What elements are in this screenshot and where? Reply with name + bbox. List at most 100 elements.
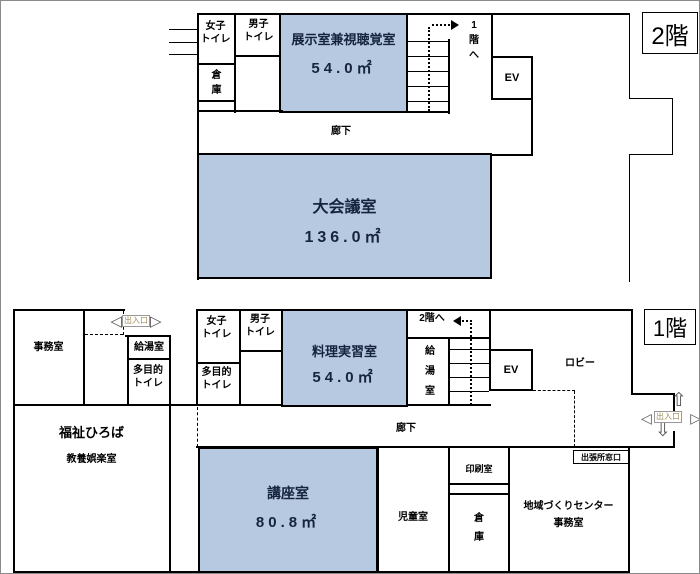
- room-large-meeting-area: 136.0㎡: [304, 229, 385, 246]
- wall-segment: [13, 404, 283, 406]
- entrance-left-label: 出入口: [122, 315, 150, 327]
- wall-segment: [448, 493, 510, 495]
- footprint-outline: [629, 13, 630, 99]
- room-storage-1f: 倉 庫: [474, 513, 484, 543]
- wall-segment: [13, 571, 630, 573]
- wall-segment: [196, 309, 633, 311]
- wall-segment: [13, 309, 125, 311]
- wall-segment: [196, 446, 675, 448]
- stairs-1f-arrow-icon: [453, 316, 461, 326]
- room-womens-toilet-2f: 女子 トイレ: [200, 21, 231, 45]
- footprint-outline: [672, 98, 673, 155]
- branch-window-label: 出張所窓口: [581, 452, 621, 462]
- wall-segment: [13, 309, 15, 573]
- stairs-1f-step: [450, 349, 489, 350]
- room-mens-toilet-2f: 男子 トイレ: [243, 19, 274, 43]
- floor1-tag-label: 1階: [652, 316, 688, 341]
- room-lecture: 講座室 80.8㎡: [198, 447, 378, 573]
- room-children: 児童室: [398, 512, 428, 523]
- stairs-2f-arrow-icon: [451, 20, 459, 30]
- wall-ticks: [169, 29, 197, 30]
- branch-window-box: 出張所窓口: [573, 450, 629, 464]
- room-large-meeting: 大会議室 136.0㎡: [197, 153, 492, 279]
- wall-segment: [491, 13, 493, 58]
- wall-segment: [234, 55, 281, 57]
- footprint-outline: [629, 98, 673, 99]
- stairs-note-2f: 1 階 へ: [469, 20, 479, 61]
- room-office: 事務室: [33, 342, 64, 353]
- footprint-outline: [629, 154, 630, 282]
- stairs-2f-wall: [407, 111, 450, 113]
- room-welfare-plaza: 福祉ひろば: [58, 425, 124, 440]
- footprint-outline: [629, 154, 673, 155]
- dashed-boundary: [574, 391, 575, 447]
- stairs-1f-wall: [448, 338, 450, 406]
- wall-segment: [631, 309, 633, 395]
- room-cooking-name: 料理実習室: [311, 344, 377, 359]
- room-community-office: 地域づくりセンター 事務室: [523, 501, 614, 529]
- corridor-2f: 廊下: [331, 126, 351, 137]
- wall-segment: [197, 13, 630, 15]
- room-lecture-name: 講座室: [267, 485, 309, 501]
- room-kitchenette-left: 給湯室: [134, 342, 164, 353]
- room-exhibition-av-area: 54.0㎡: [311, 60, 376, 77]
- wall-segment: [508, 448, 510, 571]
- entrance-right: ◁ ⇧ ⇩ 出入口 ▷: [641, 390, 700, 443]
- room-exhibition-av: 展示室兼視聴覚室 54.0㎡: [279, 13, 408, 113]
- corridor-1f: 廊下: [396, 423, 416, 434]
- stairs-2f-step: [407, 101, 448, 102]
- arrow-down-icon: ⇩: [655, 420, 671, 441]
- room-storage-2f: 倉 庫: [211, 70, 222, 96]
- stairs-2f-step: [407, 86, 448, 87]
- wall-segment: [239, 309, 241, 406]
- arrow-left-icon: ◁: [110, 312, 122, 330]
- dashed-boundary: [197, 407, 198, 447]
- arrow-up-icon: ⇧: [671, 390, 687, 411]
- floor2-tag-label: 2階: [651, 22, 689, 50]
- elevator-1f: EV: [489, 349, 533, 391]
- wall-segment: [673, 393, 675, 411]
- wall-segment: [531, 98, 533, 156]
- lobby-label: ロビー: [565, 358, 595, 369]
- wall-segment: [196, 309, 198, 406]
- room-mens-toilet-1f: 男子 トイレ: [245, 314, 275, 338]
- room-womens-toilet-1f: 女子 トイレ: [201, 316, 232, 340]
- entrance-right-label: 出入口: [654, 411, 682, 423]
- stairs-1f-step: [450, 391, 489, 392]
- room-kitchenette-center: 給 湯 室: [425, 346, 435, 397]
- room-lecture-area: 80.8㎡: [255, 514, 321, 531]
- wall-segment: [127, 337, 129, 406]
- stairs-1f-step: [450, 377, 489, 378]
- wall-segment: [239, 350, 281, 352]
- arrow-right-icon: ▷: [150, 312, 162, 330]
- stairs-2f-path: [432, 24, 454, 26]
- stairs-1f-path: [470, 323, 472, 405]
- stairs-2f-step: [407, 41, 448, 42]
- entrance-left: ◁ 出入口 ▷: [107, 305, 165, 337]
- stairs-2f-path: [428, 27, 430, 111]
- wall-segment: [448, 448, 450, 571]
- arrow-right-icon: ▷: [690, 410, 700, 426]
- wall-segment: [197, 13, 199, 280]
- wall-segment: [631, 393, 675, 395]
- room-welfare-plaza-sub: 教養娯楽室: [66, 454, 117, 465]
- wall-segment: [127, 358, 171, 360]
- elevator-2f: EV: [491, 56, 533, 100]
- wall-segment: [83, 309, 85, 406]
- stairs-note-1f: 2階へ: [419, 313, 445, 324]
- floor1-tag: 1階: [644, 309, 696, 345]
- wall-segment: [628, 448, 630, 573]
- stairs-1f-step: [450, 363, 489, 364]
- wall-segment: [489, 309, 491, 351]
- stairs-2f-step: [407, 71, 448, 72]
- room-printing: 印刷室: [465, 464, 493, 474]
- wall-segment: [169, 335, 171, 573]
- room-cooking-practice: 料理実習室 54.0㎡: [281, 309, 408, 407]
- room-exhibition-av-name: 展示室兼視聴覚室: [291, 32, 396, 47]
- dashed-boundary: [533, 390, 575, 391]
- floor2-tag: 2階: [642, 12, 698, 54]
- dashed-boundary: [85, 334, 123, 335]
- wall-segment: [125, 335, 171, 337]
- room-large-meeting-name: 大会議室: [312, 199, 377, 216]
